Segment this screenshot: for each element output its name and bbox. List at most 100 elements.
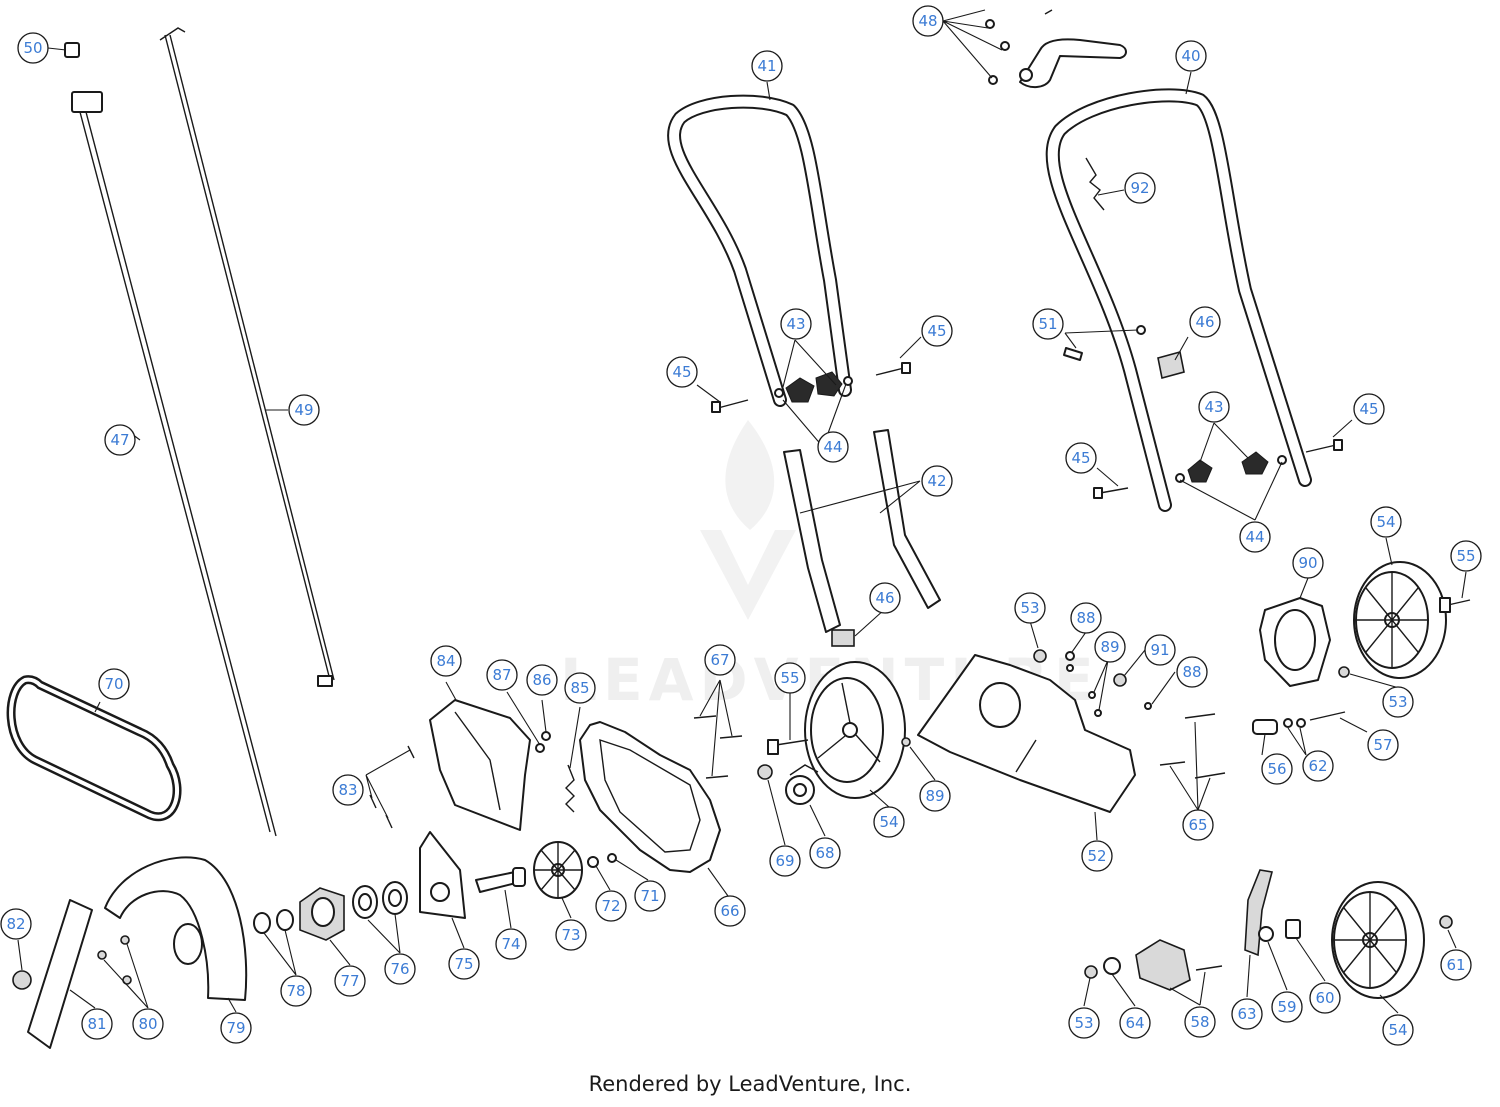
cable-47-drawing bbox=[71, 91, 277, 837]
clip-46-upper-drawing bbox=[1157, 351, 1185, 379]
svg-text:53: 53 bbox=[1074, 1014, 1093, 1032]
callout-91: 91 bbox=[1144, 634, 1176, 666]
callout-47: 47 bbox=[104, 424, 136, 456]
svg-text:43: 43 bbox=[1204, 398, 1223, 416]
callout-44-left: 44 bbox=[817, 431, 849, 463]
callout-88-a: 88 bbox=[1070, 602, 1102, 634]
svg-text:46: 46 bbox=[1195, 313, 1214, 331]
svg-text:83: 83 bbox=[338, 781, 357, 799]
callout-89-a: 89 bbox=[1094, 631, 1126, 663]
svg-text:56: 56 bbox=[1267, 760, 1286, 778]
gear-housing-66-drawing bbox=[579, 721, 721, 873]
svg-text:91: 91 bbox=[1150, 641, 1169, 659]
svg-text:54: 54 bbox=[1388, 1021, 1407, 1039]
svg-text:60: 60 bbox=[1315, 989, 1334, 1007]
callout-49: 49 bbox=[288, 394, 320, 426]
callout-68: 68 bbox=[809, 837, 841, 869]
callout-58: 58 bbox=[1184, 1006, 1216, 1038]
callout-44-right: 44 bbox=[1239, 521, 1271, 553]
callout-84: 84 bbox=[430, 645, 462, 677]
lower-handle-42-drawing bbox=[783, 429, 941, 633]
bearings-76-drawing bbox=[352, 881, 408, 919]
callout-56: 56 bbox=[1261, 753, 1293, 785]
callout-53-right: 53 bbox=[1382, 686, 1414, 718]
pulley-68-drawing bbox=[785, 764, 819, 805]
knobs-43-left-drawing bbox=[774, 371, 853, 403]
callout-83: 83 bbox=[332, 774, 364, 806]
svg-text:61: 61 bbox=[1446, 956, 1465, 974]
nut-82-drawing bbox=[12, 970, 32, 990]
callout-81: 81 bbox=[81, 1008, 113, 1040]
bolts-65-drawing bbox=[1159, 713, 1226, 779]
svg-text:81: 81 bbox=[87, 1015, 106, 1033]
svg-text:41: 41 bbox=[757, 57, 776, 75]
callout-72: 72 bbox=[595, 890, 627, 922]
callout-73: 73 bbox=[555, 919, 587, 951]
svg-text:85: 85 bbox=[570, 679, 589, 697]
pulley-73-drawing bbox=[533, 841, 583, 899]
callout-61: 61 bbox=[1440, 949, 1472, 981]
svg-text:64: 64 bbox=[1125, 1014, 1144, 1032]
bracket-77-drawing bbox=[299, 887, 345, 941]
svg-text:45: 45 bbox=[672, 363, 691, 381]
svg-text:54: 54 bbox=[1376, 513, 1395, 531]
svg-text:84: 84 bbox=[436, 652, 455, 670]
callout-74: 74 bbox=[495, 928, 527, 960]
callout-43-left: 43 bbox=[780, 308, 812, 340]
callout-46-lower: 46 bbox=[869, 582, 901, 614]
upper-handle-40-drawing bbox=[1045, 88, 1312, 512]
svg-text:67: 67 bbox=[710, 651, 729, 669]
svg-text:48: 48 bbox=[918, 12, 937, 30]
nut-69-drawing bbox=[757, 764, 773, 780]
callout-75: 75 bbox=[448, 948, 480, 980]
screws-83-drawing bbox=[369, 745, 415, 829]
svg-text:45: 45 bbox=[1071, 449, 1090, 467]
bolts-67-drawing bbox=[693, 715, 743, 779]
svg-text:59: 59 bbox=[1277, 998, 1296, 1016]
washer-72-drawing bbox=[587, 856, 599, 868]
svg-text:66: 66 bbox=[720, 902, 739, 920]
svg-text:52: 52 bbox=[1087, 847, 1106, 865]
callout-78: 78 bbox=[280, 975, 312, 1007]
svg-text:75: 75 bbox=[454, 955, 473, 973]
svg-text:53: 53 bbox=[1388, 693, 1407, 711]
callout-59: 59 bbox=[1271, 991, 1303, 1023]
svg-text:88: 88 bbox=[1182, 663, 1201, 681]
callout-57: 57 bbox=[1367, 729, 1399, 761]
svg-text:43: 43 bbox=[786, 315, 805, 333]
svg-text:78: 78 bbox=[286, 982, 305, 1000]
clip-50-drawing bbox=[64, 42, 80, 58]
screw-71-drawing bbox=[607, 853, 617, 863]
wheel-54-bottom-right-drawing bbox=[1331, 881, 1425, 999]
washers-78-drawing bbox=[253, 909, 294, 934]
callout-54-top: 54 bbox=[1370, 506, 1402, 538]
callout-86: 86 bbox=[526, 664, 558, 696]
svg-text:71: 71 bbox=[640, 887, 659, 905]
svg-text:87: 87 bbox=[492, 666, 511, 684]
callout-48: 48 bbox=[912, 5, 944, 37]
svg-text:72: 72 bbox=[601, 897, 620, 915]
upper-handle-41-drawing bbox=[667, 94, 852, 407]
knobs-43-right-drawing bbox=[1175, 451, 1287, 483]
callout-42: 42 bbox=[921, 465, 953, 497]
plate-75-drawing bbox=[419, 831, 466, 919]
callout-92: 92 bbox=[1124, 172, 1156, 204]
part-drawings bbox=[6, 9, 1471, 1049]
screw-87-drawing bbox=[535, 743, 545, 753]
callout-60: 60 bbox=[1309, 982, 1341, 1014]
small-parts-88-89-91-drawing bbox=[901, 651, 1152, 747]
svg-text:69: 69 bbox=[775, 852, 794, 870]
svg-text:89: 89 bbox=[925, 787, 944, 805]
callout-64: 64 bbox=[1119, 1007, 1151, 1039]
callout-69: 69 bbox=[769, 845, 801, 877]
shaft-74-drawing bbox=[475, 867, 526, 893]
callout-41: 41 bbox=[751, 50, 783, 82]
callout-53-top: 53 bbox=[1014, 592, 1046, 624]
svg-text:58: 58 bbox=[1190, 1013, 1209, 1031]
bracket-58-drawing bbox=[1135, 939, 1223, 991]
callout-82: 82 bbox=[0, 908, 32, 940]
svg-text:51: 51 bbox=[1038, 315, 1057, 333]
lever-48-drawing bbox=[985, 9, 1127, 88]
guard-79-drawing bbox=[104, 856, 248, 1001]
